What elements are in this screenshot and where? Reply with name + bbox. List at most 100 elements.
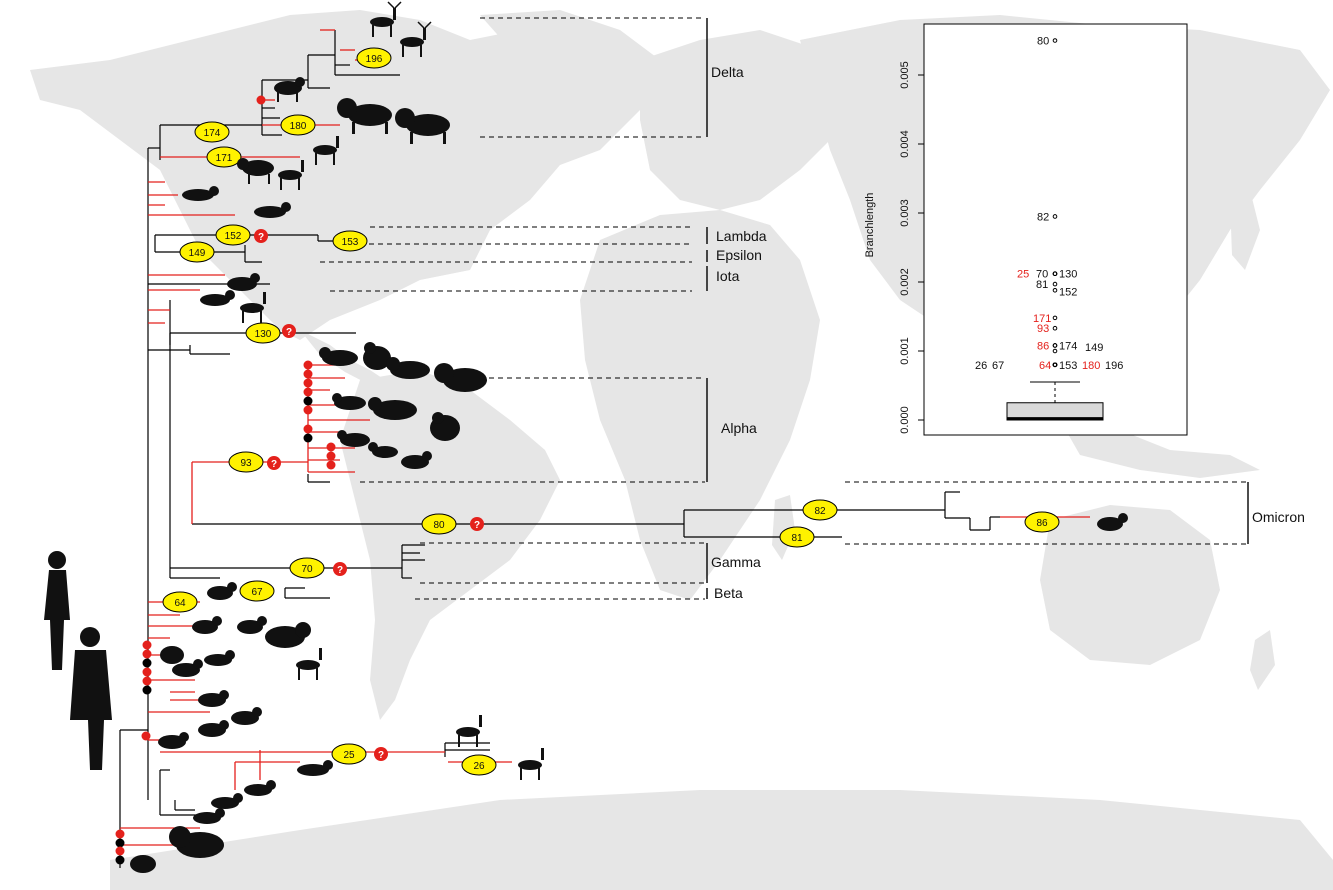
question-marker: ?	[333, 562, 347, 576]
variant-label-beta: Beta	[714, 585, 743, 601]
outlier-label: 171	[1033, 313, 1051, 325]
dog-icon	[207, 582, 237, 600]
dog-icon	[337, 430, 370, 447]
svg-text:174: 174	[204, 128, 221, 139]
dog-icon	[231, 707, 262, 725]
node-labels: 174 180 171 196 152 153 149 130 93 80 82…	[162, 47, 1060, 776]
svg-text:?: ?	[286, 327, 292, 338]
y-tick-label: 0.003	[899, 199, 911, 227]
human-icon	[44, 551, 70, 670]
outlier-label: 180	[1082, 360, 1100, 372]
node-180: 180	[280, 114, 316, 136]
outlier-label: 25	[1017, 269, 1029, 281]
question-marker: ?	[282, 324, 296, 338]
svg-text:?: ?	[258, 232, 264, 243]
dog-icon	[368, 442, 398, 458]
svg-text:180: 180	[290, 121, 307, 132]
variant-label-alpha: Alpha	[721, 420, 757, 436]
transmission-dots	[115, 95, 336, 865]
y-tick-label: 0.005	[899, 61, 911, 89]
outlier-label: 26	[975, 360, 987, 372]
outlier-point	[1052, 38, 1058, 43]
human-icon	[70, 627, 112, 770]
node-26: 26	[461, 754, 497, 776]
outlier-point	[1052, 362, 1058, 368]
svg-text:81: 81	[791, 533, 803, 544]
cat-icon	[274, 77, 305, 102]
outlier-label: 80	[1037, 36, 1049, 48]
node-153: 153	[332, 230, 368, 252]
question-marker: ?	[254, 229, 268, 243]
svg-text:67: 67	[251, 587, 263, 598]
svg-text:171: 171	[216, 153, 233, 164]
variant-label-iota: Iota	[716, 268, 740, 284]
hamster-icon	[130, 855, 156, 873]
outlier-label: 149	[1085, 342, 1103, 354]
variant-label-delta: Delta	[711, 64, 744, 80]
hyena-icon	[237, 158, 274, 184]
svg-text:149: 149	[189, 248, 206, 259]
deer-icon	[313, 136, 339, 165]
variant-label-omicron: Omicron	[1252, 509, 1305, 525]
deer-icon	[456, 715, 482, 747]
outlier-point	[1052, 325, 1058, 331]
outlier-point	[1052, 315, 1058, 321]
outlier-label: 81	[1036, 279, 1048, 291]
outlier-label: 82	[1037, 211, 1049, 223]
svg-text:?: ?	[271, 459, 277, 470]
puma-icon	[332, 393, 366, 410]
deer-mouse-icon	[1097, 513, 1128, 531]
mink-icon	[193, 808, 225, 824]
deer-icon	[400, 21, 432, 57]
unknown-markers: ? ? ? ? ? ?	[254, 229, 484, 761]
svg-text:130: 130	[255, 329, 272, 340]
svg-text:152: 152	[225, 231, 242, 242]
node-130: 130	[245, 322, 281, 344]
inset-ylabel: Branchlength	[864, 193, 876, 258]
node-70: 70	[289, 557, 325, 579]
outlier-point	[1052, 348, 1058, 354]
deer-icon	[296, 648, 322, 680]
lion-icon	[169, 826, 224, 858]
gorilla-icon	[363, 342, 391, 370]
question-marker: ?	[470, 517, 484, 531]
node-82: 82	[802, 499, 838, 521]
outlier-label: 174	[1059, 340, 1077, 352]
svg-text:93: 93	[240, 458, 252, 469]
question-marker: ?	[374, 747, 388, 761]
question-marker: ?	[267, 456, 281, 470]
deer-icon	[278, 160, 304, 190]
outlier-label: 70	[1036, 269, 1048, 281]
node-64: 64	[162, 591, 198, 613]
dog-icon	[158, 732, 189, 749]
node-149: 149	[179, 241, 215, 263]
variant-label-lambda: Lambda	[716, 228, 767, 244]
lion-icon	[337, 98, 392, 134]
node-25: 25	[331, 743, 367, 765]
outlier-point	[1052, 343, 1058, 348]
animal-silhouettes	[44, 1, 1128, 873]
outlier-point	[1052, 287, 1058, 293]
lion-icon	[265, 622, 311, 648]
dog-icon	[204, 650, 235, 666]
y-tick-label: 0.002	[899, 268, 911, 296]
outlier-label: 67	[992, 360, 1004, 372]
variant-label-epsilon: Epsilon	[716, 247, 762, 263]
node-67: 67	[239, 580, 275, 602]
dog-icon	[198, 720, 229, 737]
mink-icon	[200, 290, 235, 306]
node-81: 81	[779, 526, 815, 548]
mink-icon	[211, 793, 243, 809]
y-tick-label: 0.000	[899, 406, 911, 434]
gorilla-icon	[430, 412, 460, 441]
hamster-icon	[160, 646, 184, 664]
variant-label-gamma: Gamma	[711, 554, 761, 570]
lion-icon	[434, 363, 487, 392]
svg-text:?: ?	[474, 520, 480, 531]
mink-icon	[244, 780, 276, 796]
dog-icon	[401, 451, 432, 469]
dog-icon	[172, 659, 203, 677]
variant-brackets	[706, 18, 1249, 599]
dog-icon	[237, 616, 267, 634]
node-196: 196	[356, 47, 392, 69]
